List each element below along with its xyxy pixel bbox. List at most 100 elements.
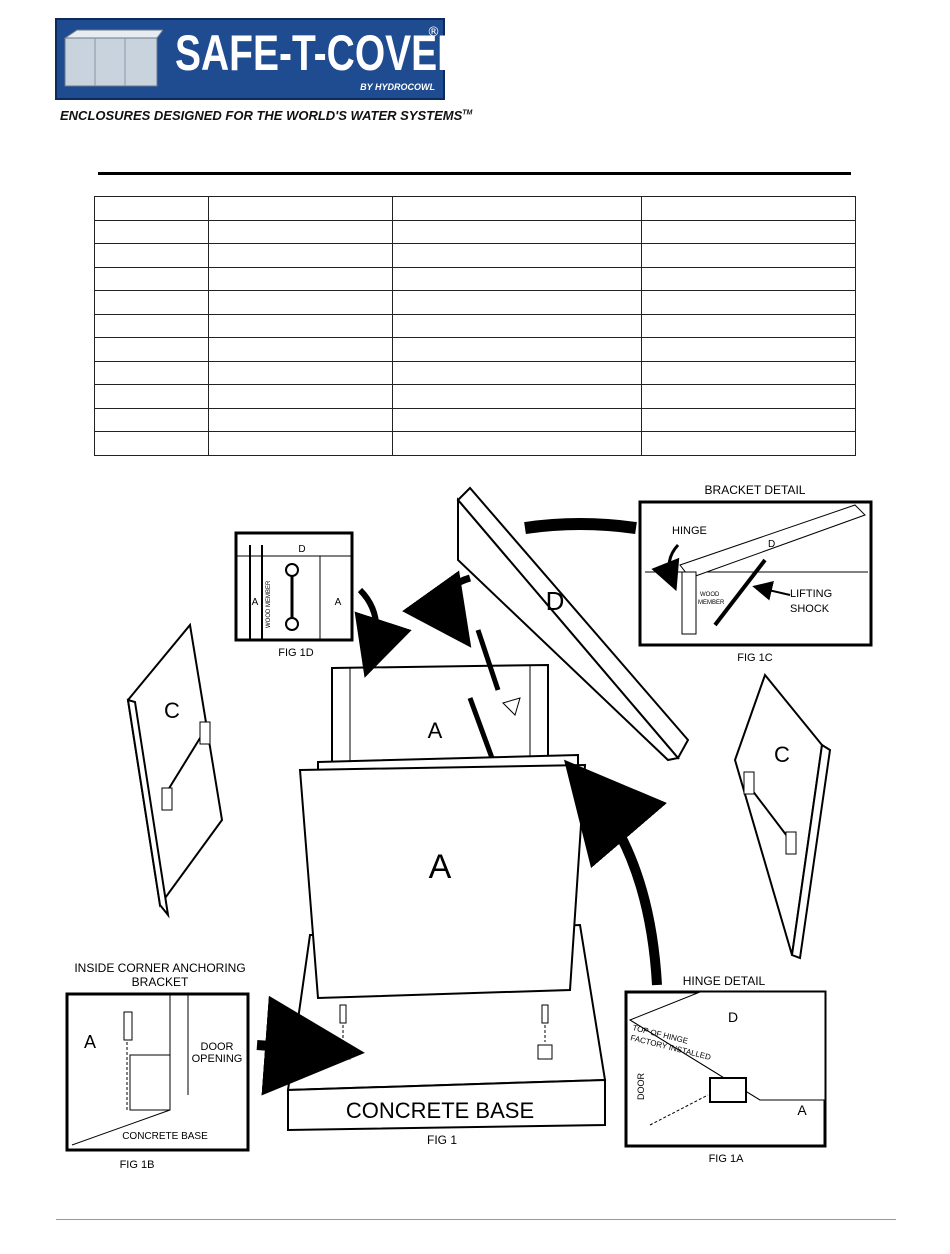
table-cell — [641, 196, 856, 221]
logo-title: SAFE-T-COVER — [175, 25, 466, 81]
left-panel-c: C — [126, 622, 224, 919]
table-cell — [391, 313, 643, 338]
front-panel-a: A — [298, 753, 587, 1000]
fig-1a-a-label: A — [797, 1102, 807, 1118]
table-cell — [94, 219, 209, 244]
table-cell — [391, 290, 643, 315]
panel-a-back-label: A — [428, 718, 443, 743]
shock-label: SHOCK — [790, 603, 830, 615]
shock-pointer-icon — [752, 580, 791, 601]
fig-1b-inset: INSIDE CORNER ANCHORING BRACKET A DOOR O… — [65, 961, 250, 1171]
roof-panel-d: D — [456, 486, 690, 762]
fig-1d-d-label: D — [298, 544, 305, 555]
table-cell — [94, 337, 209, 362]
fig-1d-label: FIG 1D — [278, 647, 314, 659]
arrow-corner-bracket-icon — [256, 995, 365, 1096]
table-cell — [641, 407, 856, 432]
registered-mark: ® — [427, 25, 440, 40]
wood-label: WOOD — [700, 592, 720, 598]
lifting-label: LIFTING — [790, 588, 832, 600]
table-cell — [391, 219, 643, 244]
parts-table — [94, 196, 856, 456]
logo-banner: SAFE-T-COVER ® BY HYDROCOWL — [55, 18, 465, 100]
table-cell — [94, 196, 209, 221]
fig-1c-d-label: D — [768, 539, 775, 550]
fig-1d-a-right-label: A — [335, 597, 342, 608]
table-cell — [391, 384, 643, 409]
arrow-hinge-detail-icon — [563, 759, 668, 986]
table-cell — [207, 313, 393, 338]
enclosure-logo-icon — [63, 29, 163, 87]
table-cell — [391, 407, 643, 432]
fig-1d-inset: D A A WOOD MEMBER FIG 1D — [234, 531, 354, 659]
tagline: ENCLOSURES DESIGNED FOR THE WORLD'S WATE… — [60, 108, 472, 123]
header-rule — [98, 172, 851, 175]
fig-1b-label: FIG 1B — [120, 1159, 155, 1171]
fig-1c-inset: BRACKET DETAIL HINGE D LIFTING SHOCK WOO… — [638, 483, 873, 664]
table-cell — [207, 196, 393, 221]
concrete-base-label: CONCRETE BASE — [346, 1098, 534, 1123]
table-cell — [207, 384, 393, 409]
table-row — [94, 384, 856, 409]
arrow-roof-icon — [402, 570, 472, 648]
hook-eye-icon — [285, 563, 299, 631]
back-panel-a: A — [331, 629, 549, 770]
table-cell — [207, 290, 393, 315]
hinge-pointer-icon — [651, 543, 680, 592]
right-panel-c: C — [733, 672, 832, 960]
table-row — [94, 266, 856, 291]
table-cell — [641, 313, 856, 338]
table-cell — [641, 337, 856, 362]
concrete-base-small-label: CONCRETE BASE — [122, 1131, 208, 1142]
footer-rule — [56, 1219, 896, 1220]
lifting-shock-icon — [467, 629, 521, 759]
table-row — [94, 196, 856, 221]
inside-corner-title-1: INSIDE CORNER ANCHORING — [74, 961, 245, 975]
inside-corner-title-2: BRACKET — [132, 975, 189, 989]
panel-c-right-label: C — [774, 742, 790, 767]
table-row — [94, 290, 856, 315]
table-row — [94, 243, 856, 268]
hinge-label: HINGE — [672, 525, 707, 537]
table-cell — [207, 219, 393, 244]
panel-a-front-label: A — [429, 848, 452, 886]
table-cell — [641, 290, 856, 315]
logo-byline: BY HYDROCOWL — [360, 82, 435, 92]
table-cell — [641, 384, 856, 409]
table-row — [94, 313, 856, 338]
table-cell — [391, 360, 643, 385]
table-cell — [391, 196, 643, 221]
fig-1d-a-left-label: A — [252, 597, 259, 608]
table-cell — [641, 219, 856, 244]
assembly-diagram: CONCRETE BASE FIG 1 A A C — [65, 483, 873, 1171]
table-cell — [94, 290, 209, 315]
table-row — [94, 360, 856, 385]
table-cell — [207, 337, 393, 362]
table-cell — [94, 243, 209, 268]
table-cell — [94, 431, 209, 456]
fig-1a-inset: HINGE DETAIL D TOP OF HINGE FACTORY INST… — [624, 974, 827, 1165]
table-row — [94, 407, 856, 432]
hinge-detail-title: HINGE DETAIL — [683, 974, 766, 988]
table-cell — [641, 360, 856, 385]
table-cell — [391, 337, 643, 362]
arrow-bracket-detail-icon — [524, 518, 637, 534]
table-cell — [641, 243, 856, 268]
table-cell — [391, 243, 643, 268]
table-cell — [641, 266, 856, 291]
table-cell — [641, 431, 856, 456]
table-cell — [207, 266, 393, 291]
parts-table-body — [94, 196, 856, 456]
table-cell — [94, 360, 209, 385]
fig-1d-wood-member-label: WOOD MEMBER — [266, 580, 272, 628]
fig-1a-d-label: D — [728, 1009, 738, 1025]
member-label: MEMBER — [698, 600, 725, 606]
table-cell — [207, 407, 393, 432]
table-row — [94, 219, 856, 244]
hinge-plate-icon — [709, 1077, 747, 1103]
fig-1b-a-label: A — [84, 1032, 96, 1052]
table-cell — [94, 384, 209, 409]
table-cell — [94, 407, 209, 432]
table-cell — [207, 431, 393, 456]
arrow-fig-1d-icon — [354, 587, 412, 678]
